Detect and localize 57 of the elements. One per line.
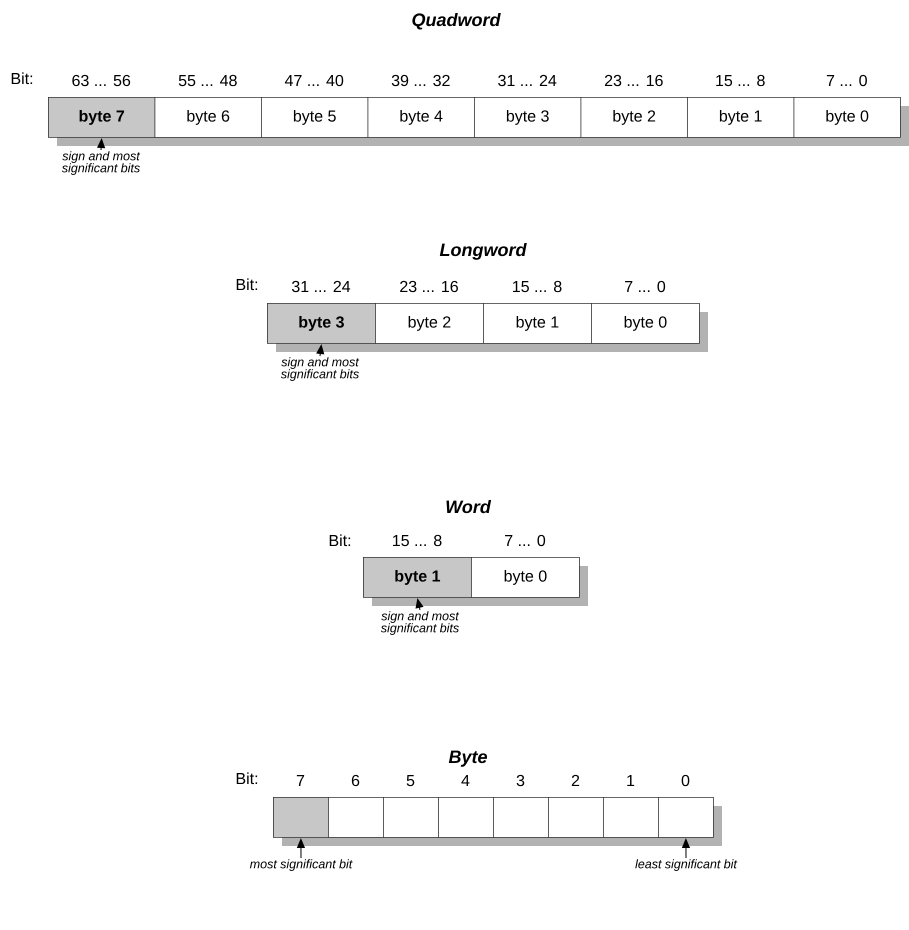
bit-cell [328, 797, 384, 838]
annotation-text: most significant bit [250, 859, 353, 871]
byte-cell: byte 4 [368, 97, 475, 138]
bit-cell [603, 797, 659, 838]
bit-cell [438, 797, 494, 838]
bit-range-label: 15 ... 8 [513, 280, 562, 292]
bit-range-label: 7 ... 0 [505, 534, 546, 546]
byte-cell: byte 2 [580, 97, 688, 138]
bit-range-label: 23 ... 16 [400, 280, 458, 292]
bit-cell [658, 797, 714, 838]
bit-range-label: 2 [572, 774, 580, 786]
bit-range-label: 47 ... 40 [284, 74, 344, 86]
byte-cell: byte 1 [363, 557, 472, 598]
bit-range-label: 55 ... 48 [178, 74, 237, 86]
bit-range-label: 31 ... 24 [498, 74, 556, 86]
bit-range-label: 31 ... 24 [292, 280, 350, 292]
bit-range-label: 7 [296, 775, 304, 786]
bit-range-label: 3 [516, 774, 524, 786]
byte-cell: byte 0 [591, 303, 700, 344]
byte-cell: byte 1 [687, 97, 794, 138]
bit-range-label: 63 ... 56 [72, 74, 130, 86]
annotation-text: sign and most significant bits [380, 611, 460, 635]
byte-cell: byte 7 [48, 97, 156, 138]
byte-cell: byte 6 [154, 97, 262, 138]
section-title: Longword [440, 242, 527, 260]
bit-range-label: 4 [461, 775, 470, 786]
bit-label: Bit: [236, 772, 258, 784]
byte-cell: byte 0 [471, 557, 580, 598]
byte-cell: byte 3 [474, 97, 582, 138]
byte-cell: byte 3 [267, 303, 376, 344]
bit-range-label: 7 ... 0 [826, 74, 867, 86]
bit-label: Bit: [236, 278, 258, 290]
section-title: Quadword [412, 12, 501, 30]
bit-range-label: 6 [352, 774, 360, 786]
byte-cell: byte 2 [375, 303, 484, 344]
bit-cell [383, 797, 439, 838]
bit-range-label: 15 ... 8 [716, 74, 765, 86]
section-title: Word [446, 500, 492, 514]
bit-range-label: 15 ... 8 [393, 534, 442, 546]
byte-cell: byte 0 [794, 97, 901, 138]
bit-cell [273, 797, 329, 838]
annotation-text: least significant bit [635, 859, 738, 871]
bit-range-label: 1 [627, 775, 634, 786]
bit-range-label: 23 ... 16 [604, 74, 663, 86]
section-title: Byte [448, 750, 487, 767]
bit-range-label: 5 [406, 775, 414, 786]
bit-cell [548, 797, 604, 838]
annotation-text: sign and most significant bits [280, 357, 360, 381]
byte-cell: byte 5 [261, 97, 368, 138]
annotation-text: sign and most significant bits [62, 151, 140, 175]
bit-label: Bit: [330, 534, 350, 546]
bit-range-label: 7 ... 0 [625, 280, 666, 292]
bit-cell [493, 797, 549, 838]
bit-label: Bit: [12, 72, 32, 84]
byte-cell: byte 1 [483, 303, 592, 344]
bit-range-label: 39 ... 32 [392, 74, 450, 86]
bit-range-label: 0 [682, 774, 690, 786]
